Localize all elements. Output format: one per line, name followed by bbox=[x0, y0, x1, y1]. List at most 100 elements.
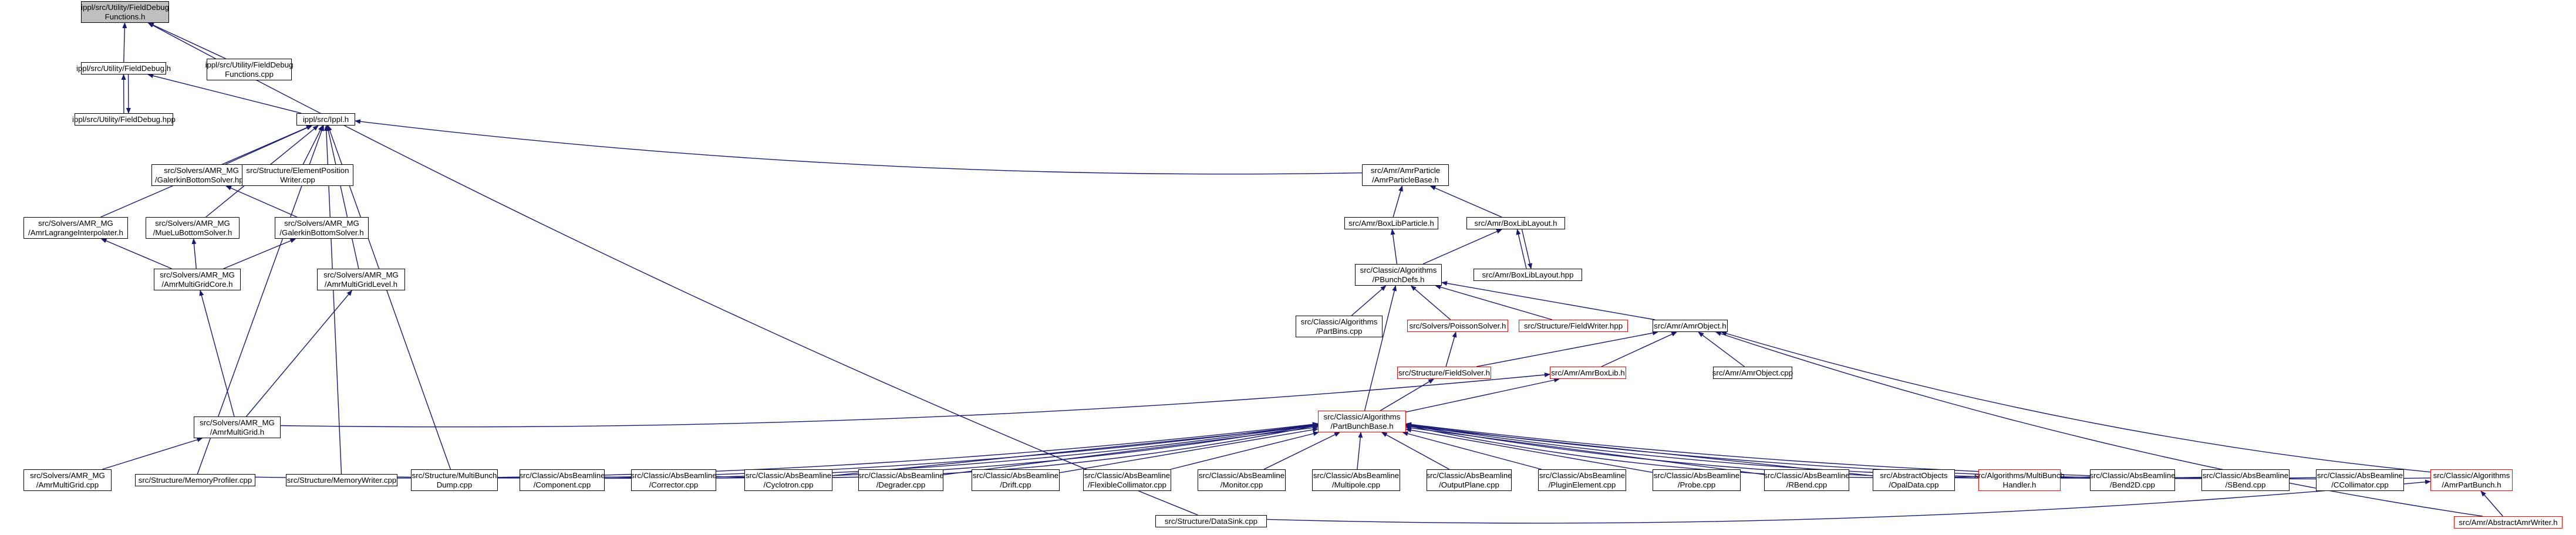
node-bend2d[interactable]: src/Classic/AbsBeamline/Bend2D.cpp bbox=[2089, 469, 2176, 491]
node-label-line: /AmrPartBunch.h bbox=[2442, 480, 2501, 489]
node-label-line: src/Classic/Algorithms bbox=[2433, 470, 2510, 480]
node-ippl[interactable]: ippl/src/Ippl.h bbox=[296, 113, 355, 126]
edge-fdfcpp-to-root bbox=[148, 22, 226, 59]
node-pluginelement[interactable]: src/Classic/AbsBeamline/PluginElement.cp… bbox=[1538, 469, 1626, 491]
node-fdh[interactable]: ippl/src/Utility/FieldDebug.h bbox=[76, 62, 171, 75]
node-partbunchbase[interactable]: src/Classic/Algorithms/PartBunchBase.h bbox=[1318, 411, 1406, 432]
node-label-line: /Multipole.cpp bbox=[1331, 480, 1381, 489]
node-label-line: src/Amr/AmrBoxLib.h bbox=[1551, 368, 1625, 377]
node-multigridh[interactable]: src/Solvers/AMR_MG/AmrMultiGrid.h bbox=[194, 417, 281, 438]
edge-cyclotron-to-partbunchbase bbox=[832, 424, 1319, 476]
node-ccollimator[interactable]: src/Classic/AbsBeamline/CCollimator.cpp bbox=[2316, 469, 2404, 491]
node-lagrange[interactable]: src/Solvers/AMR_MG/AmrLagrangeInterpolat… bbox=[23, 217, 128, 239]
node-label-line: /Bend2D.cpp bbox=[2110, 480, 2155, 489]
node-abstractamrwriter[interactable]: src/Amr/AbstractAmrWriter.h bbox=[2454, 516, 2562, 529]
node-drift[interactable]: src/Classic/AbsBeamline/Drift.cpp bbox=[972, 469, 1060, 491]
edge-boxlibpart-to-amrpartbase bbox=[1392, 185, 1403, 218]
node-label-line: /GalerkinBottomSolver.hpp bbox=[154, 175, 248, 184]
node-label-line: /AmrMultiGridCore.h bbox=[161, 279, 233, 289]
node-label-line: src/Classic/AbsBeamline bbox=[1764, 470, 1850, 480]
node-label-line: ippl/src/Utility/FieldDebug.hpp bbox=[72, 114, 176, 124]
node-label-line: /Corrector.cpp bbox=[649, 480, 699, 489]
node-component[interactable]: src/Classic/AbsBeamline/Component.cpp bbox=[519, 469, 605, 491]
node-label-line: /Cyclotron.cpp bbox=[763, 480, 814, 489]
edge-multigridh-to-amrboxlib bbox=[280, 373, 1550, 428]
node-boxliblayouthpp[interactable]: src/Amr/BoxLibLayout.hpp bbox=[1474, 269, 1582, 281]
node-fieldsolver[interactable]: src/Structure/FieldSolver.h bbox=[1397, 367, 1491, 379]
node-fieldwriter[interactable]: src/Structure/FieldWriter.hpp bbox=[1519, 320, 1628, 332]
node-amrobjecth[interactable]: src/Amr/AmrObject.h bbox=[1653, 320, 1728, 332]
node-label-line: /FlexibleCollimator.cpp bbox=[1088, 480, 1166, 489]
node-multigridcore[interactable]: src/Solvers/AMR_MG/AmrMultiGridCore.h bbox=[154, 269, 241, 290]
node-label-line: src/Structure/ElementPosition bbox=[246, 165, 349, 175]
edge-partbunchbase-to-pbunchdefs bbox=[1364, 285, 1397, 411]
edge-multigridh-to-multigridcore bbox=[199, 290, 235, 417]
node-label-line: src/Structure/MemoryProfiler.cpp bbox=[138, 475, 252, 485]
node-amrpartbase[interactable]: src/Amr/AmrParticle/AmrParticleBase.h bbox=[1362, 164, 1449, 186]
node-multigridcpp[interactable]: src/Solvers/AMR_MG/AmrMultiGrid.cpp bbox=[23, 469, 112, 491]
node-probe[interactable]: src/Classic/AbsBeamline/Probe.cpp bbox=[1653, 469, 1741, 491]
node-label-line: Dump.cpp bbox=[436, 480, 473, 489]
edge-amrpartbunch-to-amrobjecth bbox=[1721, 331, 2431, 473]
node-boxlibpart[interactable]: src/Amr/BoxLibParticle.h bbox=[1344, 217, 1438, 229]
node-rbend[interactable]: src/Classic/AbsBeamline/RBend.cpp bbox=[1764, 469, 1850, 491]
edge-multigridcpp-to-multigridh bbox=[102, 437, 203, 470]
node-label-line: /AmrMultiGridLevel.h bbox=[324, 279, 398, 289]
node-memprof[interactable]: src/Structure/MemoryProfiler.cpp bbox=[135, 474, 255, 486]
node-monitor[interactable]: src/Classic/AbsBeamline/Monitor.cpp bbox=[1198, 469, 1286, 491]
node-fdhpp[interactable]: ippl/src/Utility/FieldDebug.hpp bbox=[72, 113, 176, 126]
edge-amrboxlib-to-amrobjecth bbox=[1601, 331, 1678, 367]
node-label-line: /PartBins.cpp bbox=[1316, 326, 1363, 336]
node-label-line: /RBend.cpp bbox=[1786, 480, 1828, 489]
edge-flexcoll-to-partbunchbase bbox=[1170, 431, 1319, 470]
node-label-line: /OutputPlane.cpp bbox=[1439, 480, 1499, 489]
node-boxliblayout[interactable]: src/Amr/BoxLibLayout.h bbox=[1466, 217, 1565, 229]
edge-multigridcore-to-galerkinh bbox=[223, 238, 296, 269]
node-label-line: src/Amr/BoxLibLayout.hpp bbox=[1482, 270, 1574, 279]
node-flexcoll[interactable]: src/Classic/AbsBeamline/FlexibleCollimat… bbox=[1083, 469, 1171, 491]
node-label-line: src/Classic/AbsBeamline bbox=[1313, 470, 1400, 480]
node-muelu[interactable]: src/Solvers/AMR_MG/MueLuBottomSolver.h bbox=[146, 217, 240, 239]
node-label-line: /SBend.cpp bbox=[2225, 480, 2266, 489]
node-label-line: ippl/src/Utility/FieldDebug.h bbox=[76, 63, 171, 73]
node-outputplane[interactable]: src/Classic/AbsBeamline/OutputPlane.cpp bbox=[1426, 469, 1512, 491]
node-amrpartbunch[interactable]: src/Classic/Algorithms/AmrPartBunch.h bbox=[2430, 469, 2513, 491]
node-memwriter[interactable]: src/Structure/MemoryWriter.cpp bbox=[286, 474, 397, 486]
node-label-line: src/AbstractObjects bbox=[1880, 470, 1948, 480]
node-label-line: src/Structure/FieldWriter.hpp bbox=[1523, 321, 1623, 330]
node-datasink[interactable]: src/Structure/DataSink.cpp bbox=[1155, 515, 1267, 527]
edge-datasink-to-amrpartbunch bbox=[1266, 479, 2431, 524]
edge-amrobjectcpp-to-amrobjecth bbox=[1698, 331, 1745, 367]
edge-pbunchdefs-to-boxlibpart bbox=[1390, 229, 1398, 265]
node-amrobjectcpp[interactable]: src/Amr/AmrObject.cpp bbox=[1712, 367, 1793, 379]
node-amrboxlib[interactable]: src/Amr/AmrBoxLib.h bbox=[1550, 367, 1626, 379]
node-label-line: src/Classic/AbsBeamline bbox=[2089, 470, 2176, 480]
node-galerkinhpp[interactable]: src/Solvers/AMR_MG/GalerkinBottomSolver.… bbox=[151, 164, 251, 186]
node-label-line: /PartBunchBase.h bbox=[1330, 421, 1394, 431]
node-partbins[interactable]: src/Classic/Algorithms/PartBins.cpp bbox=[1296, 316, 1383, 337]
node-label-line: /Drift.cpp bbox=[1000, 480, 1031, 489]
node-poisson[interactable]: src/Solvers/PoissonSolver.h bbox=[1407, 320, 1508, 332]
edge-fieldsolver-to-amrobjecth bbox=[1476, 330, 1658, 367]
node-corrector[interactable]: src/Classic/AbsBeamline/Corrector.cpp bbox=[630, 469, 717, 491]
edge-abstractamrwriter-to-amrpartbunch bbox=[2480, 490, 2503, 517]
node-opaldata[interactable]: src/AbstractObjects/OpalData.cpp bbox=[1873, 469, 1955, 491]
node-sbend[interactable]: src/Classic/AbsBeamline/SBend.cpp bbox=[2201, 469, 2290, 491]
edge-pbunchdefs-to-boxliblayout bbox=[1422, 229, 1503, 265]
node-multigridlevel[interactable]: src/Solvers/AMR_MG/AmrMultiGridLevel.h bbox=[317, 269, 405, 290]
node-pbunchdefs[interactable]: src/Classic/Algorithms/PBunchDefs.h bbox=[1355, 264, 1442, 286]
node-label-line: src/Classic/AbsBeamline bbox=[858, 470, 944, 480]
node-multipole[interactable]: src/Classic/AbsBeamline/Multipole.cpp bbox=[1312, 469, 1400, 491]
node-label-line: src/Classic/AbsBeamline bbox=[630, 470, 717, 480]
node-galerkinh[interactable]: src/Solvers/AMR_MG/GalerkinBottomSolver.… bbox=[275, 217, 369, 239]
edge-multigridcore-to-muelu bbox=[191, 238, 197, 269]
node-label-line: /AmrLagrangeInterpolater.h bbox=[28, 228, 123, 237]
edge-multipole-to-partbunchbase bbox=[1357, 432, 1363, 470]
node-degrader[interactable]: src/Classic/AbsBeamline/Degrader.cpp bbox=[858, 469, 944, 491]
node-cyclotron[interactable]: src/Classic/AbsBeamline/Cyclotron.cpp bbox=[744, 469, 832, 491]
